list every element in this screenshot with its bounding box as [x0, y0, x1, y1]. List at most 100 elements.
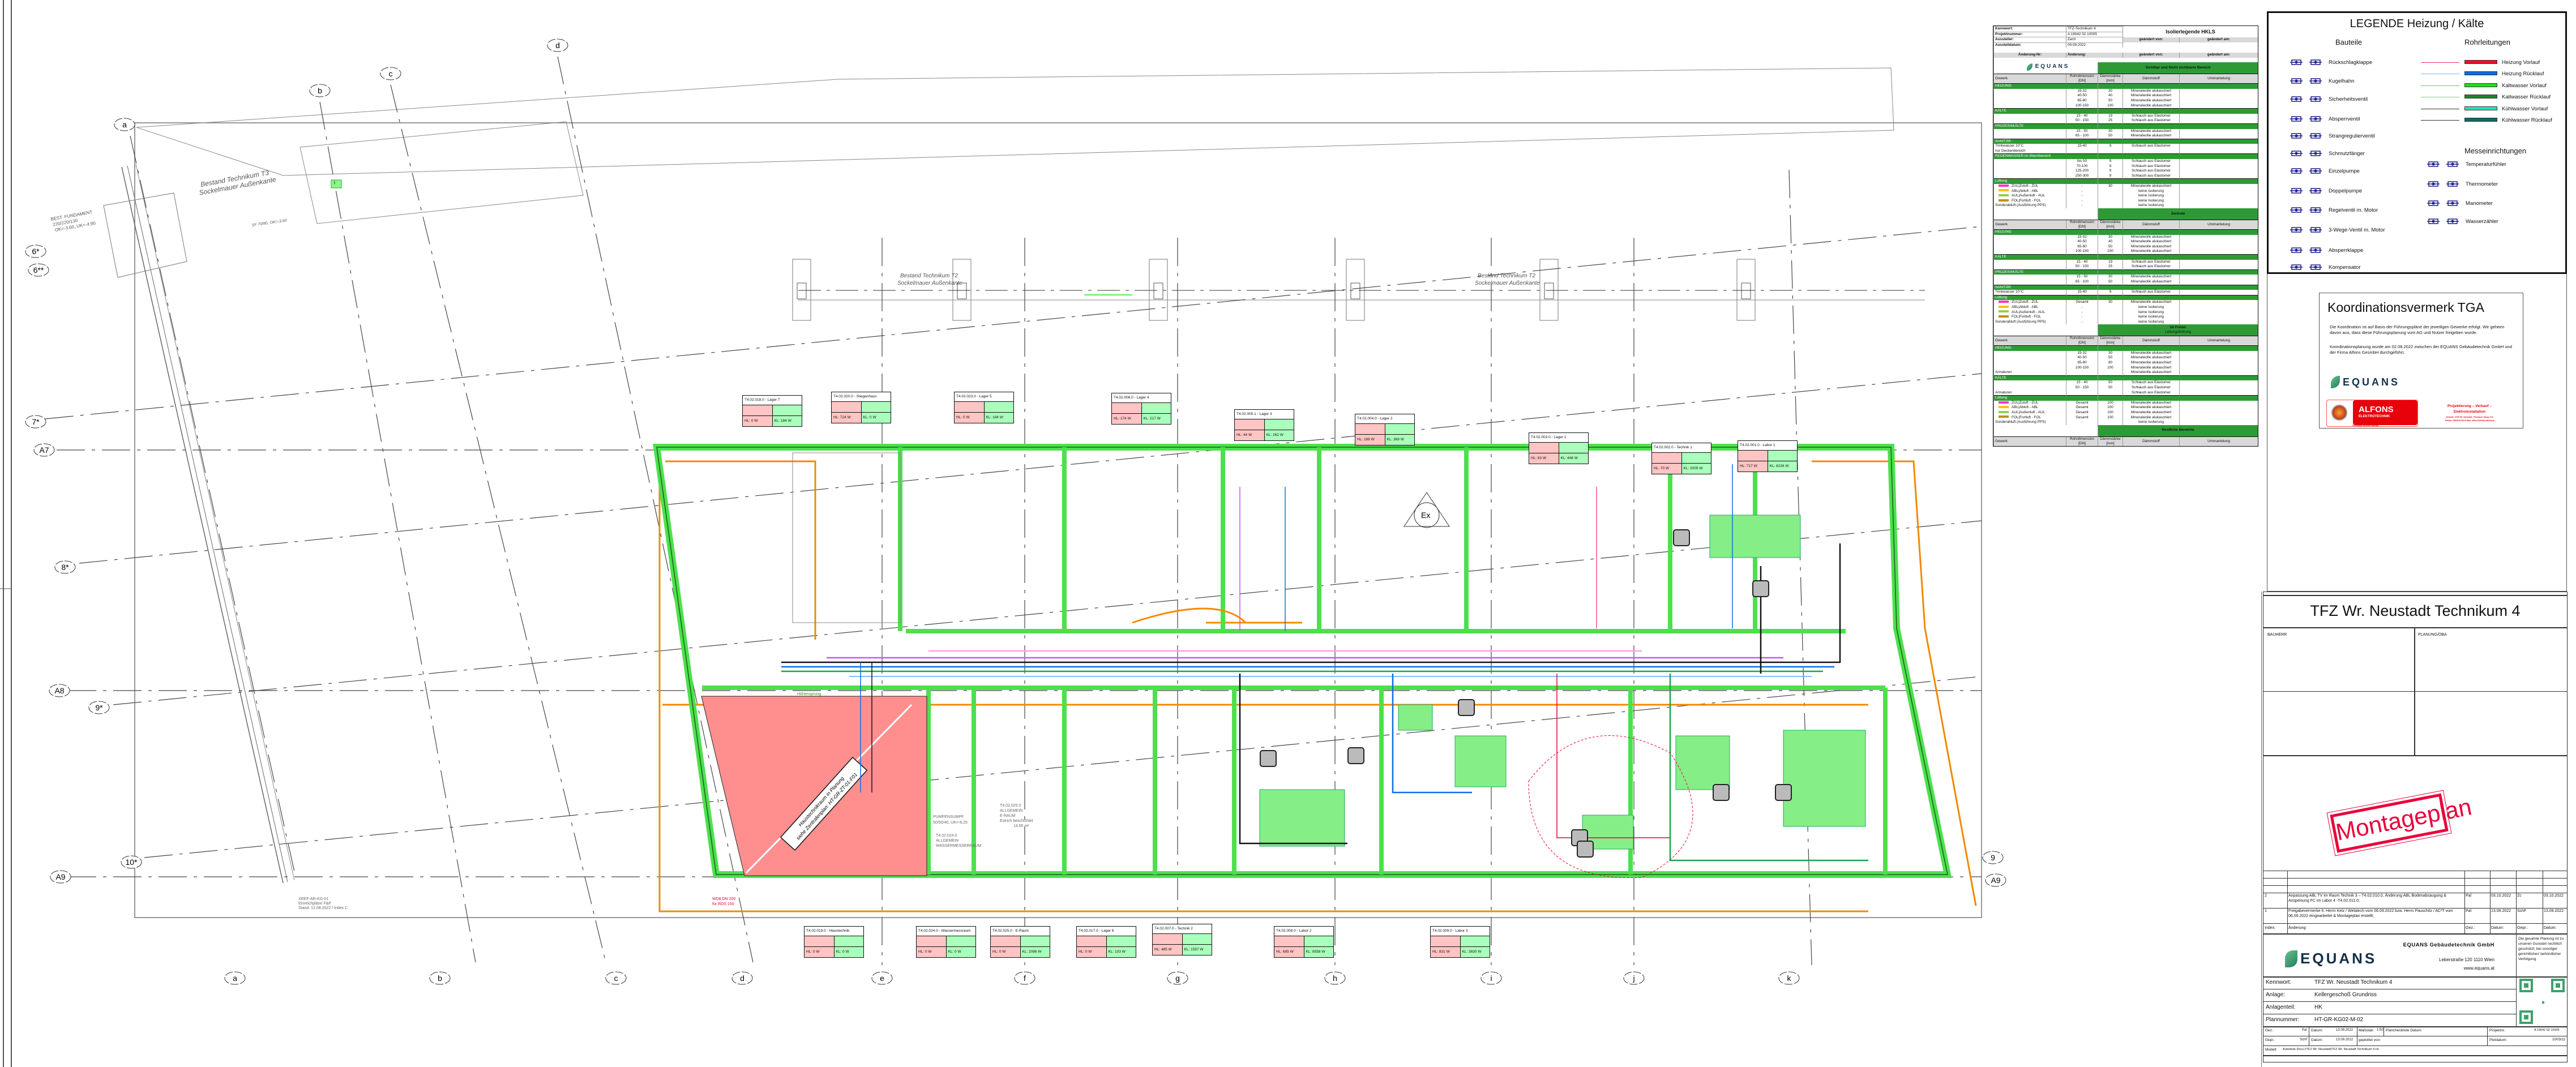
iso-gewerk: [1993, 164, 2066, 169]
room-tag-label: T4.02.019.0 - Haustechnik: [805, 927, 863, 936]
geplottet-label: geplottet von:: [2359, 1038, 2381, 1042]
valve-symbol-icon: [2290, 264, 2303, 271]
grid-bubble-label: d: [740, 974, 744, 983]
title-block: TFZ Wr. Neustadt Technikum 4 BAUHERR PLA…: [2263, 592, 2568, 1062]
iso-group-row: PROZESSKÄLTE: [1993, 269, 2258, 275]
sensor-symbol-icon: [2427, 181, 2440, 187]
grid-bubble-left: A8: [49, 684, 70, 697]
grid-bubble-left: 10*: [121, 855, 142, 869]
iso-dimension: 65-80: [2066, 361, 2098, 366]
legend-component-label: Strangregulierventil: [2329, 132, 2375, 139]
cooling-cell: [1020, 936, 1050, 946]
legend-component-item: Einzelpumpe: [2290, 167, 2360, 175]
iso-column-label: Dämmstärke [mm]: [2098, 436, 2123, 446]
iso-column-label: Dämmstärke [mm]: [2098, 336, 2123, 346]
legend-component-item: Sicherheitsventil: [2290, 95, 2368, 103]
iso-thickness: 9: [2098, 169, 2123, 174]
iso-thickness: 25: [2098, 118, 2123, 124]
heating-cell: [1235, 419, 1265, 430]
heating-load: HL: 0 W: [917, 947, 947, 957]
revision-text: Freigabevermerke lt. Herrn Kelz / Welate…: [2288, 909, 2453, 918]
iso-section-title: Zentrale: [2098, 208, 2258, 220]
iso-gewerk-text: FOL|Fortluft - FOL: [2012, 198, 2042, 203]
iso-gewerk: [1993, 88, 2066, 94]
iso-cladding: [2179, 184, 2258, 189]
iso-thickness: [2098, 390, 2123, 396]
iso-cladding: [2179, 118, 2258, 124]
iso-section-subtitle: Leitungsführung: [2165, 330, 2191, 335]
iso-gewerk: ABL|Abluft - ABL: [1993, 305, 2066, 310]
valve-symbol-icon: [2290, 115, 2303, 122]
iso-cladding: [2179, 380, 2258, 386]
iso-dimension: 15-32: [2066, 88, 2098, 94]
heating-load: HL: 717 W: [1738, 461, 1768, 472]
iso-thickness: 100: [2098, 400, 2123, 406]
heating-cell: [1652, 453, 1682, 463]
cooling-cell: [1304, 936, 1333, 946]
cooling-load: KL: 0 W: [861, 413, 891, 423]
sensor-symbol-icon: [2427, 200, 2440, 207]
iso-cladding: [2179, 290, 2258, 295]
fan-coil-icon: [1713, 784, 1730, 801]
heating-load: HL: 0 W: [805, 947, 835, 957]
cooling-load: KL: 8558 W: [1304, 947, 1333, 957]
iso-cladding: [2179, 169, 2258, 174]
iso-material: Mineralwolle alukaschiert: [2123, 93, 2180, 98]
massstab-label: Maßstab:: [2359, 1029, 2374, 1032]
grid-bubble-label: A9: [55, 872, 65, 881]
t2-sublabel: Sockelmauer Außenkante: [897, 280, 962, 286]
room-tag-label: T4.02.006.0 - Lager 4: [1112, 393, 1171, 403]
existing-foundations-t2: [792, 259, 1756, 321]
room-tag-label: T4.02.024.0 - Wassermessraum: [917, 927, 975, 936]
grid-bubble-label: 7*: [32, 417, 40, 426]
legend-component-item: Kugelhahn: [2290, 77, 2354, 85]
measurement-heading: Messeinrichtungen: [2464, 147, 2527, 155]
iso-material: Schlauch aus Elastomer: [2123, 390, 2180, 396]
iso-dimension: 15 - 50: [2066, 128, 2098, 134]
iso-material: Schlauch aus Elastomer: [2123, 144, 2180, 149]
legend-measure-item: Manometer: [2427, 199, 2493, 207]
iso-change: Änderung:: [2066, 52, 2123, 58]
heating-load: HL: 0 W: [1077, 947, 1107, 957]
iso-group-name: SANITÄR: [1993, 138, 2098, 144]
cooling-load: KL: 184 W: [984, 413, 1013, 423]
iso-material: keine Isolierung: [2123, 305, 2180, 310]
iso-column-label: Dämmstoff: [2123, 436, 2180, 446]
title-equans-wordmark: EQUANS: [2300, 950, 2377, 967]
iso-gewerk-text: AUL|Außenluft - AUL: [2012, 410, 2046, 414]
iso-cladding: [2179, 134, 2258, 139]
iso-thickness: 30: [2098, 128, 2123, 134]
field-label: Kennwort:: [2266, 979, 2292, 985]
revision-header-index: Index:: [2265, 926, 2276, 930]
iso-thickness: 9: [2098, 144, 2123, 149]
iso-group-row: HEIZUNG: [1993, 83, 2258, 89]
room-tag-label: T4.02.025.0 - E-Raum: [991, 927, 1050, 936]
alfons-emblem-icon: [2331, 405, 2347, 421]
iso-title: Isolierlegende HKLS: [2123, 26, 2258, 37]
legend-pipe-label: Kaltwasser Vorlauf: [2502, 82, 2547, 89]
iso-material: Mineralwolle alukaschiert: [2123, 128, 2180, 134]
datum-label: Datum:: [2311, 1029, 2323, 1032]
legend-component-item: Strangregulierventil: [2290, 132, 2375, 140]
legend-component-item: Regelventil m. Motor: [2290, 206, 2378, 214]
iso-thickness: 50: [2098, 134, 2123, 139]
